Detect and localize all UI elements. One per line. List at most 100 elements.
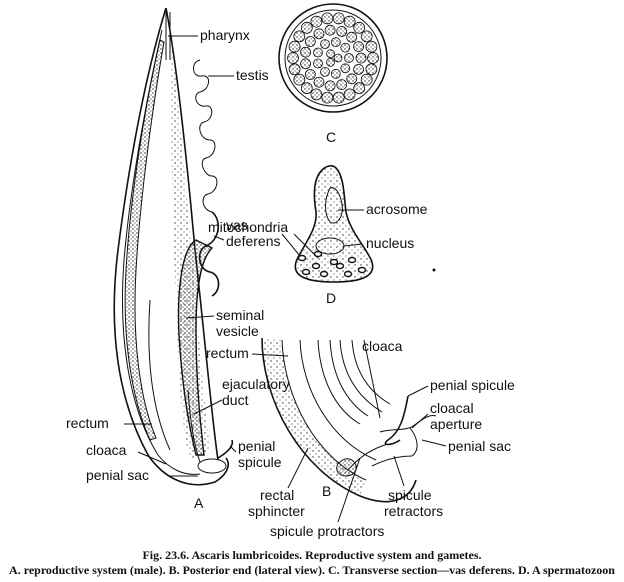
mitochondrion [329, 258, 339, 266]
section-cell [304, 69, 316, 80]
panel-label-d: D [326, 290, 336, 306]
section-cell [293, 30, 306, 43]
section-cell [332, 91, 345, 104]
section-cell [367, 52, 379, 64]
section-cell [313, 28, 325, 40]
leader-vas-deferens [213, 235, 225, 241]
section-cell [336, 25, 348, 37]
leader-cloaca-b [363, 339, 381, 419]
label-seminal: seminal [216, 307, 264, 323]
label-spicule-protractors: spicule protractors [270, 523, 384, 539]
section-cell [300, 82, 313, 95]
section-cell [321, 91, 334, 104]
section-cell [304, 36, 316, 47]
label-rectal: rectal [260, 487, 294, 503]
penial-spicule-b-shape [384, 395, 409, 446]
label-cloacal: cloacal [430, 400, 474, 416]
leader-spicule-retractors [393, 455, 405, 487]
leader-mitochondria-2 [293, 233, 319, 259]
section-cell [353, 82, 366, 95]
mitochondrion [319, 270, 329, 278]
label-vas: vas [226, 217, 248, 233]
mitochondria-dots [297, 250, 367, 278]
section-cell [313, 47, 323, 58]
section-cell [320, 39, 330, 49]
section-cell [324, 80, 336, 92]
section-cell [313, 76, 325, 88]
rectum-b-tube-2 [329, 339, 369, 417]
acrosome-shape [325, 187, 343, 224]
section-cell [360, 73, 373, 86]
label-pharynx: pharynx [200, 27, 250, 43]
section-cell [340, 42, 351, 53]
leader-penial-sac-b [421, 439, 447, 447]
label-mitochondria: mitochondria [208, 219, 288, 235]
section-cell [288, 63, 301, 76]
section-cell [300, 21, 313, 34]
label-testis: testis [236, 67, 269, 83]
leader-cloaca-a [137, 451, 167, 465]
mitochondrion [301, 268, 311, 276]
tail-cavity [262, 338, 366, 496]
label-rectum-a: rectum [66, 415, 109, 431]
section-outer-ring [278, 3, 388, 113]
section-cells [287, 12, 379, 104]
section-cell [313, 58, 323, 69]
label-vesicle: vesicle [216, 323, 259, 339]
section-cell [336, 79, 348, 90]
section-cell [332, 12, 345, 25]
label-acrosome: acrosome [366, 201, 428, 217]
seminal-vesicle [177, 239, 214, 456]
label-penial-sac-b: penial sac [448, 438, 511, 454]
aperture-shape [409, 427, 418, 457]
section-cell [333, 53, 343, 63]
section-cell [346, 31, 358, 43]
section-cell [287, 52, 299, 64]
testis-coil [193, 59, 218, 213]
label-spicule-b: spicule [388, 487, 432, 503]
section-cell [310, 15, 323, 28]
panel-label-b: B [322, 483, 331, 499]
label-retractors: retractors [384, 503, 443, 519]
tail-inner-2 [299, 339, 377, 461]
section-cell [343, 88, 356, 101]
label-aperture: aperture [430, 416, 482, 432]
label-deferens: deferens [226, 233, 280, 249]
section-cell [360, 30, 373, 43]
leader-rectal-sphincter [287, 447, 309, 489]
leader-spicule-protractors [337, 457, 361, 523]
leader-ejaculatory-duct [193, 399, 223, 415]
mitochondrion [357, 266, 367, 274]
section-cell [365, 40, 378, 53]
label-cloaca-a: cloaca [86, 442, 127, 458]
section-cell [353, 21, 366, 34]
section-cell [310, 88, 323, 101]
label-penial-spicule-b: penial spicule [430, 377, 515, 393]
leader-penial-spicule-b [407, 385, 429, 397]
section-cell [300, 46, 312, 58]
cross-section-figure-c: C [278, 3, 388, 145]
section-cell [320, 67, 330, 77]
cloaca-channel [339, 339, 383, 413]
leader-mitochondria-1 [281, 233, 301, 257]
mitochondrion [347, 256, 357, 264]
label-spicule-a: spicule [238, 454, 282, 470]
label-nucleus: nucleus [366, 235, 414, 251]
label-sphincter: sphincter [248, 503, 305, 519]
caption-title: Fig. 23.6. Ascaris lumbricoides. Reprodu… [142, 548, 482, 562]
section-cell [344, 53, 354, 63]
section-cell [330, 37, 341, 48]
leader-nucleus [343, 243, 363, 247]
spermatozoon-figure-d: acrosome mitochondria nucleus D [208, 165, 436, 306]
label-rectum-b: rectum [206, 345, 249, 361]
rectum-tube [148, 299, 171, 451]
section-cell [288, 40, 301, 53]
section-cell [340, 63, 351, 74]
mitochondrion [311, 262, 321, 270]
rectum-b-tube [317, 339, 361, 425]
caption-body: A. reproductive system (male). B. Poster… [9, 563, 615, 577]
rectal-sphincter-blob [336, 458, 357, 477]
penial-spicule-shape [217, 439, 234, 459]
